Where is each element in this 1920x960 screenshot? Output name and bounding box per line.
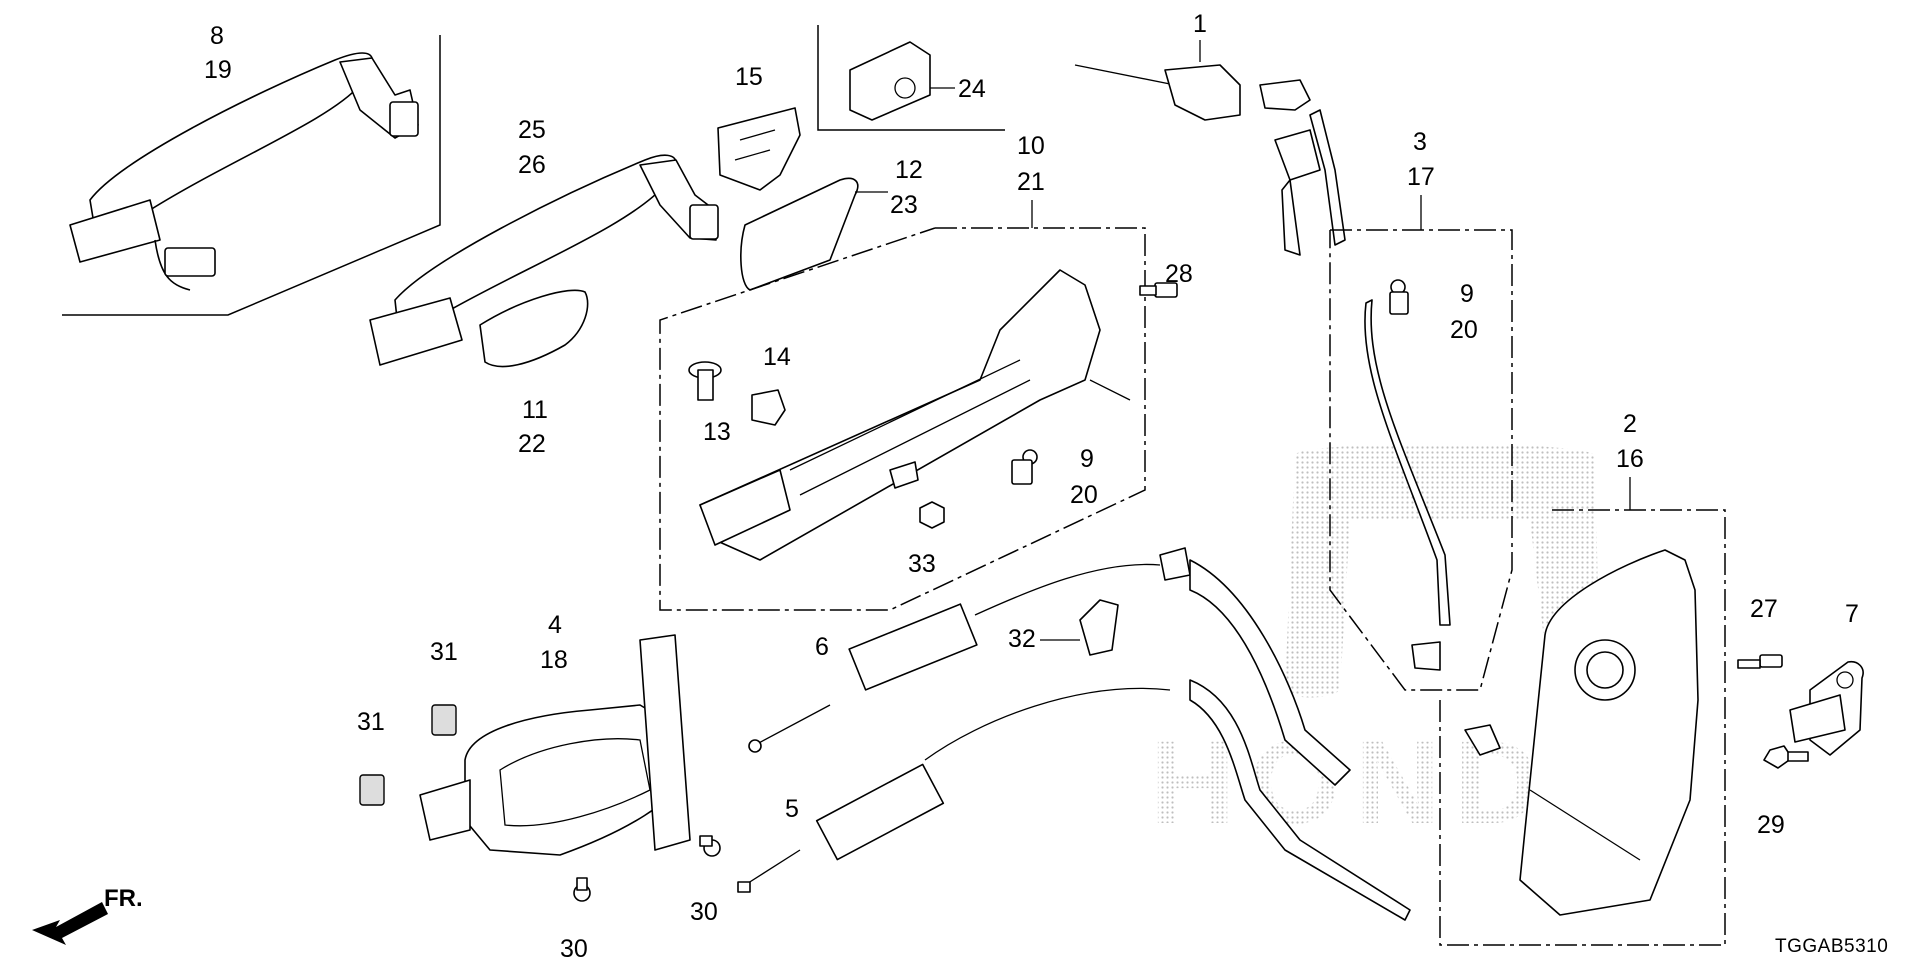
callout-27: 27: [1750, 595, 1778, 623]
group-frame-8-19: [62, 35, 441, 316]
callout-9-upper: 9: [1460, 280, 1474, 308]
bolt-13: [688, 361, 722, 401]
handle-base-21: [699, 269, 1101, 561]
bezel-12-23: [740, 177, 859, 291]
clip-9-20-upper: [1389, 279, 1409, 315]
callout-10: 10: [1017, 132, 1045, 160]
callout-21: 21: [1017, 168, 1045, 196]
callout-5: 5: [785, 795, 799, 823]
callout-30-right: 30: [690, 898, 718, 926]
callout-30-left: 30: [560, 935, 588, 960]
nut-14: [751, 389, 786, 426]
callout-14: 14: [763, 343, 791, 371]
nut-33: [919, 501, 945, 529]
callout-6: 6: [815, 633, 829, 661]
callout-3: 3: [1413, 128, 1427, 156]
rod-3-17: [1364, 299, 1451, 671]
group-frame-10: [817, 25, 1005, 131]
callout-25: 25: [518, 116, 546, 144]
direction-label: FR.: [104, 885, 143, 912]
group-frame-21: [659, 227, 1146, 611]
callout-4: 4: [548, 611, 562, 639]
handle-cover-11-22: [479, 289, 589, 368]
callout-12: 12: [895, 156, 923, 184]
inside-handle-4-18: [419, 634, 691, 856]
callout-31-lower: 31: [357, 708, 385, 736]
clip-31-upper: [431, 704, 457, 736]
screw-29: [1763, 745, 1809, 769]
outside-handle-25-26: [369, 154, 719, 366]
callout-8: 8: [210, 22, 224, 50]
bolt-27: [1737, 654, 1783, 669]
callout-18: 18: [540, 646, 568, 674]
cable-6: [748, 547, 1351, 786]
clip-32: [1079, 599, 1119, 656]
callout-22: 22: [518, 430, 546, 458]
leader-line: [1089, 379, 1131, 401]
diagram-code: TGGAB5310: [1775, 936, 1888, 957]
clip-9-20: [1011, 449, 1038, 485]
callout-29: 29: [1757, 811, 1785, 839]
callout-31-upper: 31: [430, 638, 458, 666]
callout-13: 13: [703, 418, 731, 446]
handle-cap-15: [717, 107, 801, 191]
arrow-left-down-icon: [32, 902, 108, 945]
callout-26: 26: [518, 151, 546, 179]
callout-9-lower: 9: [1080, 445, 1094, 473]
callout-28: 28: [1165, 260, 1193, 288]
group-frame-2-16: [1439, 509, 1726, 946]
callout-11: 11: [522, 396, 548, 424]
callout-16: 16: [1616, 445, 1644, 473]
callout-15: 15: [735, 63, 763, 91]
striker-7: [1789, 660, 1864, 756]
callout-19: 19: [204, 56, 232, 84]
key-cylinder-set-1: [1074, 64, 1346, 256]
key-cylinder-cover-24: [849, 41, 931, 121]
door-latch-2-16: [1464, 549, 1699, 916]
bolt-28: [1139, 282, 1178, 298]
group-frame-3-17: [1329, 229, 1513, 691]
outside-handle-8-19: [69, 52, 419, 291]
callout-24: 24: [958, 75, 986, 103]
screw-30-left: [573, 877, 591, 902]
screw-30-right: [699, 835, 721, 857]
callout-23: 23: [890, 191, 918, 219]
clip-31-lower: [359, 774, 385, 806]
callout-17: 17: [1407, 163, 1435, 191]
callout-32: 32: [1008, 625, 1036, 653]
callout-20-lower: 20: [1070, 481, 1098, 509]
cable-5: [737, 679, 1411, 921]
callout-7: 7: [1845, 600, 1859, 628]
callout-33: 33: [908, 550, 936, 578]
callout-2: 2: [1623, 410, 1637, 438]
callout-20-upper: 20: [1450, 316, 1478, 344]
callout-1: 1: [1193, 10, 1207, 38]
